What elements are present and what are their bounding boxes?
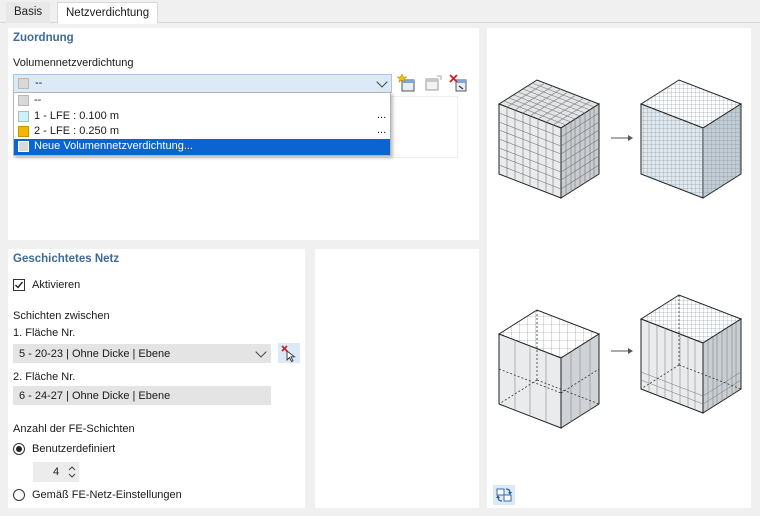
color-swatch (18, 126, 29, 137)
color-swatch (18, 141, 29, 152)
pick-cursor-icon (278, 343, 300, 363)
delete-icon (449, 74, 467, 92)
layer-count-stepper[interactable]: 4 (33, 462, 79, 482)
activate-checkbox-row[interactable]: Aktivieren (13, 278, 133, 294)
volumennetzverdichtung-combo[interactable]: -- (13, 74, 392, 93)
stepper-arrows-icon[interactable] (68, 465, 76, 479)
edit-window-icon (425, 75, 442, 91)
radio-user-defined[interactable] (13, 443, 25, 455)
chevron-down-icon (376, 76, 388, 88)
radio-dot (16, 446, 22, 452)
surface1-label: 1. Fläche Nr. (13, 327, 76, 339)
surface1-combo[interactable]: 5 - 20-23 | Ohne Dicke | Ebene (13, 344, 271, 363)
option-user-defined[interactable]: Benutzerdefiniert (13, 442, 153, 458)
refresh-preview-icon (493, 485, 515, 505)
fine-cube-icon (639, 79, 743, 199)
mesh-refinement-illustration (497, 79, 743, 429)
color-swatch (18, 78, 29, 89)
preview-panel (487, 28, 751, 508)
volumennetzverdichtung-label: Volumennetzverdichtung (13, 57, 134, 69)
layer-count-label: Anzahl der FE-Schichten (13, 423, 135, 435)
tab-bar (0, 0, 760, 23)
activate-checkbox[interactable] (13, 279, 25, 291)
coarse-cube-icon (497, 79, 601, 199)
pick-surface-button[interactable] (278, 343, 300, 363)
arrow-right-icon (611, 348, 633, 354)
delete-mesh-refinement-button[interactable] (448, 73, 470, 93)
layered-fine-cube-icon (639, 294, 743, 414)
dropdown-item[interactable]: -- (14, 93, 390, 109)
dropdown-item-new[interactable]: Neue Volumennetzverdichtung... (14, 139, 390, 155)
new-mesh-refinement-button[interactable] (396, 73, 418, 93)
edit-mesh-refinement-button[interactable] (422, 73, 444, 93)
color-swatch (18, 111, 29, 122)
check-icon (15, 281, 24, 289)
arrow-right-icon (611, 135, 633, 141)
toggle-preview-button[interactable] (493, 485, 515, 505)
volumennetzverdichtung-dropdown: -- 1 - LFE : 0.100 m ... 2 - LFE : 0.250… (13, 92, 391, 156)
chevron-down-icon (255, 346, 267, 358)
option-fe-settings[interactable]: Gemäß FE-Netz-Einstellungen (13, 488, 213, 504)
more-button[interactable]: ... (377, 109, 387, 121)
tab-netzverdichtung[interactable]: Netzverdichtung (57, 2, 159, 24)
radio-fe-settings[interactable] (13, 489, 25, 501)
section-title-zuordnung: Zuordnung (13, 32, 74, 44)
section-title-geschichtetes-netz: Geschichtetes Netz (13, 253, 120, 265)
dropdown-item[interactable]: 1 - LFE : 0.100 m ... (14, 109, 390, 125)
empty-panel (315, 249, 479, 508)
geschichtetes-netz-panel: Geschichtetes Netz Aktivieren Schichten … (8, 249, 305, 508)
more-button[interactable]: ... (377, 124, 387, 136)
layered-coarse-cube-icon (497, 309, 601, 429)
layer-count-value: 4 (53, 466, 60, 478)
combo-selected-value: -- (35, 77, 43, 89)
color-swatch (18, 95, 29, 106)
dropdown-item[interactable]: 2 - LFE : 0.250 m ... (14, 124, 390, 140)
layers-between-label: Schichten zwischen (13, 310, 110, 322)
surface2-label: 2. Fläche Nr. (13, 371, 76, 383)
new-star-icon (396, 73, 415, 92)
surface2-field: 6 - 24-27 | Ohne Dicke | Ebene (13, 386, 271, 405)
tab-basis[interactable]: Basis (6, 2, 51, 23)
